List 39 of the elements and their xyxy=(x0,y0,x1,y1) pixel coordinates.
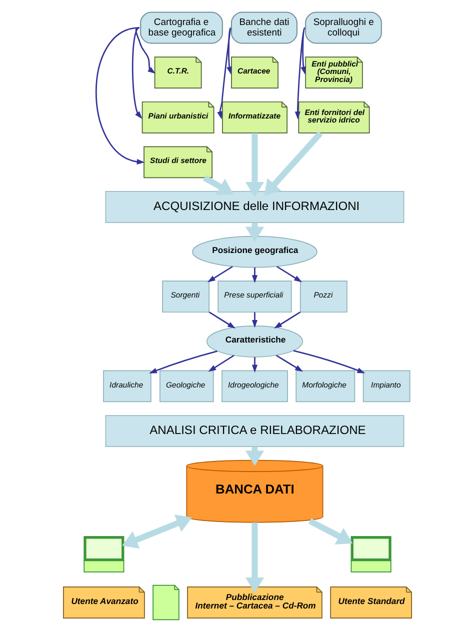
node-box: ACQUISIZIONE delle INFORMAZIONI xyxy=(104,191,404,223)
arrow xyxy=(251,268,258,284)
arrow xyxy=(208,354,234,372)
node-box: Cartografia e base geografica xyxy=(140,12,222,44)
node-box: Sorgenti xyxy=(162,280,209,313)
arrow xyxy=(276,266,302,282)
node-box: Impianto xyxy=(362,370,410,402)
arrow xyxy=(206,266,232,282)
arrow xyxy=(131,27,142,119)
node-box: Prese superficiali xyxy=(217,280,292,313)
node-box: Geologiche xyxy=(159,370,214,402)
arrow xyxy=(275,354,303,372)
node-box: Sopralluoghi e colloqui xyxy=(304,12,382,44)
node-box: Idrauliche xyxy=(102,370,151,402)
node-box: Pozzi xyxy=(299,280,347,313)
arrow xyxy=(244,133,264,198)
arrow xyxy=(308,518,352,545)
arrow xyxy=(208,311,235,329)
node-ellipse: Caratteristiche xyxy=(206,325,302,358)
arrow xyxy=(202,175,234,195)
arrow xyxy=(264,131,322,196)
node-box: Morfologiche xyxy=(295,370,355,402)
node-ellipse: Posizione geografica xyxy=(192,236,317,268)
arrow xyxy=(300,27,306,75)
arrow xyxy=(134,27,156,74)
arrow xyxy=(251,312,258,328)
arrow xyxy=(94,27,144,165)
arrow xyxy=(216,28,231,120)
arrow xyxy=(122,514,192,549)
arrow xyxy=(226,27,232,75)
node-box: ANALISI CRITICA e RIELABORAZIONE xyxy=(104,415,404,447)
arrow xyxy=(244,522,264,593)
node-box: Banche dati esistenti xyxy=(230,12,297,44)
arrow xyxy=(148,350,217,374)
arrow xyxy=(294,27,305,120)
arrow xyxy=(273,311,300,329)
arrow xyxy=(251,357,258,373)
node-box: Idrogeologiche xyxy=(221,370,288,402)
arrow xyxy=(292,350,365,374)
